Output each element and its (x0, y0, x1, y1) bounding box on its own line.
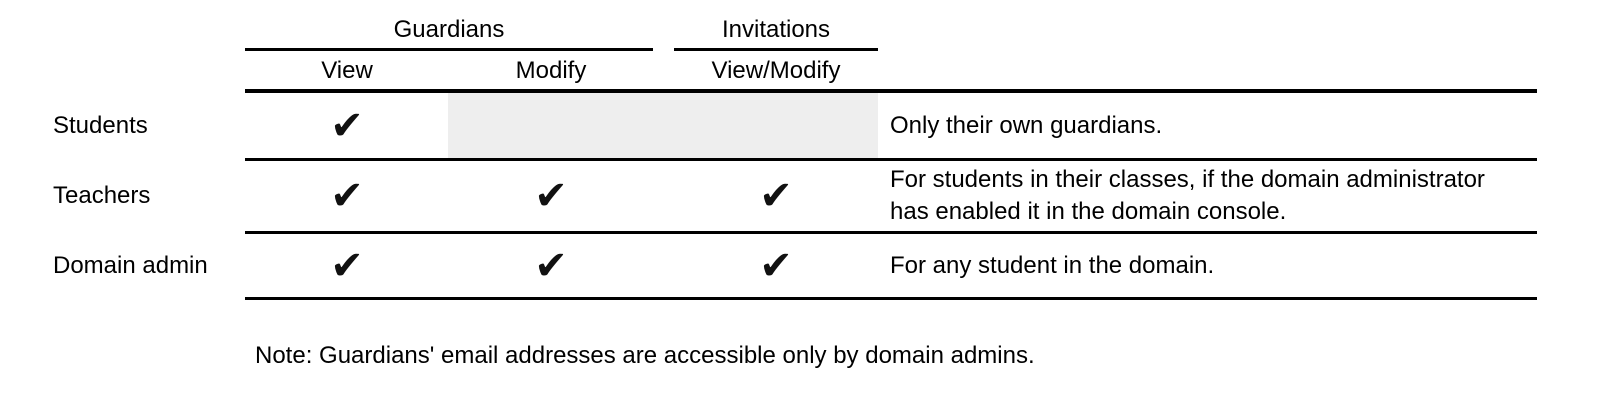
row-note-teachers: For students in their classes, if the do… (890, 166, 1485, 225)
table-row-students: Students ✔ Only their own guardians. (0, 93, 1600, 158)
column-group-guardians: Guardians (393, 16, 505, 43)
check-icon: ✔ (534, 242, 568, 289)
row-divider (245, 158, 1537, 161)
footnote: Note: Guardians' email addresses are acc… (255, 342, 1035, 369)
column-header-modify: Modify (515, 57, 587, 84)
guardians-underline (245, 48, 653, 51)
column-header-view-modify: View/Modify (711, 57, 841, 84)
check-icon: ✔ (534, 173, 568, 219)
invitations-underline (674, 48, 878, 51)
row-label-teachers: Teachers (53, 182, 151, 209)
row-divider (245, 231, 1537, 234)
disabled-cells-region (448, 93, 878, 158)
row-label-domain-admin: Domain admin (53, 251, 208, 279)
header-rule (245, 89, 1537, 93)
check-icon: ✔ (330, 102, 364, 149)
check-icon (449, 93, 653, 158)
row-note-students: Only their own guardians. (890, 111, 1163, 139)
check-icon: ✔ (759, 173, 793, 219)
table-row-domain-admin: Domain admin ✔ ✔ ✔ For any student in th… (0, 234, 1600, 297)
table-row-teachers: Teachers ✔ ✔ ✔ For students in their cla… (0, 161, 1600, 231)
row-label-students: Students (53, 111, 148, 139)
table-bottom-rule (245, 297, 1537, 300)
check-icon: ✔ (330, 242, 364, 289)
check-icon: ✔ (759, 242, 793, 289)
row-note-domain-admin: For any student in the domain. (890, 251, 1215, 279)
column-group-invitations: Invitations (721, 16, 831, 43)
column-header-view: View (321, 57, 373, 84)
check-icon (674, 93, 878, 158)
check-icon: ✔ (330, 173, 364, 219)
